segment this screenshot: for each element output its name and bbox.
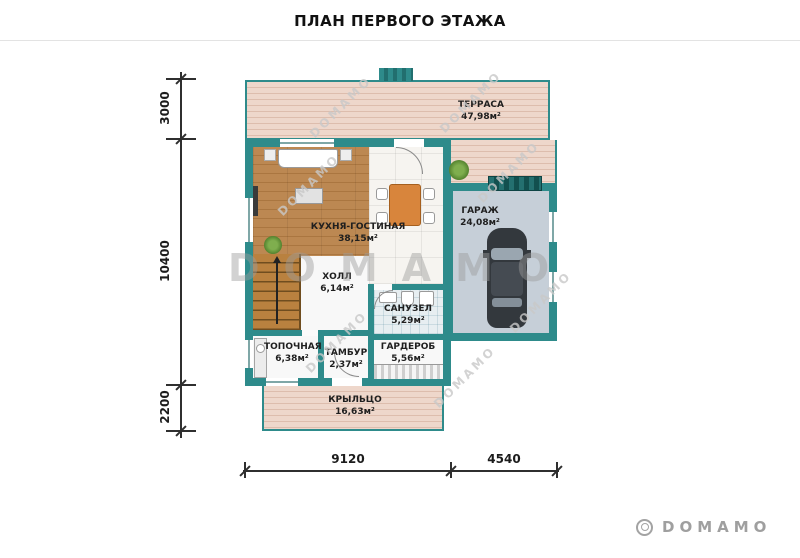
room-name: САНУЗЕЛ <box>383 304 433 314</box>
room-name: ТОПОЧНАЯ <box>264 342 322 352</box>
wall-segment <box>253 330 302 336</box>
wall-segment <box>368 284 374 378</box>
room-label-kitchen-living: КУХНЯ-ГОСТИНАЯ 38,15м² <box>310 222 406 245</box>
plant <box>449 160 469 180</box>
domamo-logo-icon <box>636 518 653 536</box>
window <box>549 272 557 302</box>
room-label-boiler: ТОПОЧНАЯ 6,38м² <box>264 342 322 365</box>
room-area: 24,08м² <box>460 217 500 228</box>
room-name: ТЕРРАСА <box>457 100 504 110</box>
room-area: 5,29м² <box>391 315 425 326</box>
chair <box>423 212 435 224</box>
wall-segment <box>374 334 443 340</box>
window <box>280 139 334 147</box>
room-name: КУХНЯ-ГОСТИНАЯ <box>310 222 406 232</box>
terrace-door-opening <box>394 139 424 147</box>
entrance-door-opening <box>332 378 362 386</box>
chimney-block <box>379 68 413 81</box>
window <box>245 340 253 368</box>
stairs-direction-line <box>276 262 278 324</box>
room-area: 6,14м² <box>320 283 354 294</box>
room-name: ГАРАЖ <box>461 206 499 216</box>
room-label-bathroom: САНУЗЕЛ 5,29м² <box>375 304 441 327</box>
sink <box>256 344 265 353</box>
page-title: ПЛАН ПЕРВОГО ЭТАЖА <box>294 12 506 30</box>
window <box>549 212 557 242</box>
stairs-direction-arrow <box>273 256 281 263</box>
plant <box>264 236 282 254</box>
wardrobe-shelving <box>374 364 443 379</box>
dining-table <box>389 184 421 226</box>
room-area: 38,15м² <box>338 233 378 244</box>
hall-floor <box>301 256 369 330</box>
wall-segment <box>392 284 443 290</box>
window <box>245 198 253 242</box>
dim-label-9120: 9120 <box>331 452 365 466</box>
room-name: ТАМБУР <box>324 348 368 358</box>
wall-segment <box>318 330 374 336</box>
window <box>266 378 298 386</box>
toilet <box>401 291 414 306</box>
side-table <box>264 149 276 161</box>
side-table <box>340 149 352 161</box>
room-name: ГАРДЕРОБ <box>380 342 436 352</box>
room-area: 16,63м² <box>335 406 375 417</box>
dim-label-4540: 4540 <box>487 452 521 466</box>
room-label-vestibule: ТАМБУР 2,37м² <box>320 348 372 371</box>
dim-label-2200: 2200 <box>158 390 172 424</box>
room-name: ХОЛЛ <box>322 272 352 282</box>
chair <box>376 212 388 224</box>
tv-unit <box>253 186 258 216</box>
room-label-hall: ХОЛЛ 6,14м² <box>308 272 366 295</box>
room-label-wardrobe: ГАРДЕРОБ 5,56м² <box>372 342 444 365</box>
chair <box>376 188 388 200</box>
room-area: 47,98м² <box>461 111 501 122</box>
porch-deck <box>262 386 444 431</box>
car-roof <box>491 262 523 296</box>
room-label-porch: КРЫЛЬЦО 16,63м² <box>314 395 396 418</box>
wall-segment <box>318 330 324 378</box>
sofa <box>278 149 338 168</box>
room-name: КРЫЛЬЦО <box>328 395 382 405</box>
washing-machine <box>419 291 434 306</box>
dimension-line-bottom <box>243 470 559 472</box>
car-rear-window <box>492 298 522 307</box>
coffee-table <box>295 188 323 204</box>
car-mirror <box>527 250 531 258</box>
domamo-logo-text: DOMAMO <box>662 518 772 536</box>
domamo-logo: DOMAMO <box>636 518 771 536</box>
car-windshield <box>491 248 523 260</box>
dim-label-3000: 3000 <box>158 91 172 125</box>
dim-label-10400: 10400 <box>158 240 172 282</box>
garage-door <box>488 176 542 191</box>
room-label-garage: ГАРАЖ 24,08м² <box>451 206 509 229</box>
title-divider <box>0 40 800 41</box>
room-area: 6,38м² <box>275 353 309 364</box>
room-area: 2,37м² <box>329 359 363 370</box>
chair <box>423 188 435 200</box>
room-label-terrace: ТЕРРАСА 47,98м² <box>438 100 524 123</box>
room-area: 5,56м² <box>391 353 425 364</box>
dimension-line-left <box>180 72 182 438</box>
car-mirror <box>483 250 487 258</box>
